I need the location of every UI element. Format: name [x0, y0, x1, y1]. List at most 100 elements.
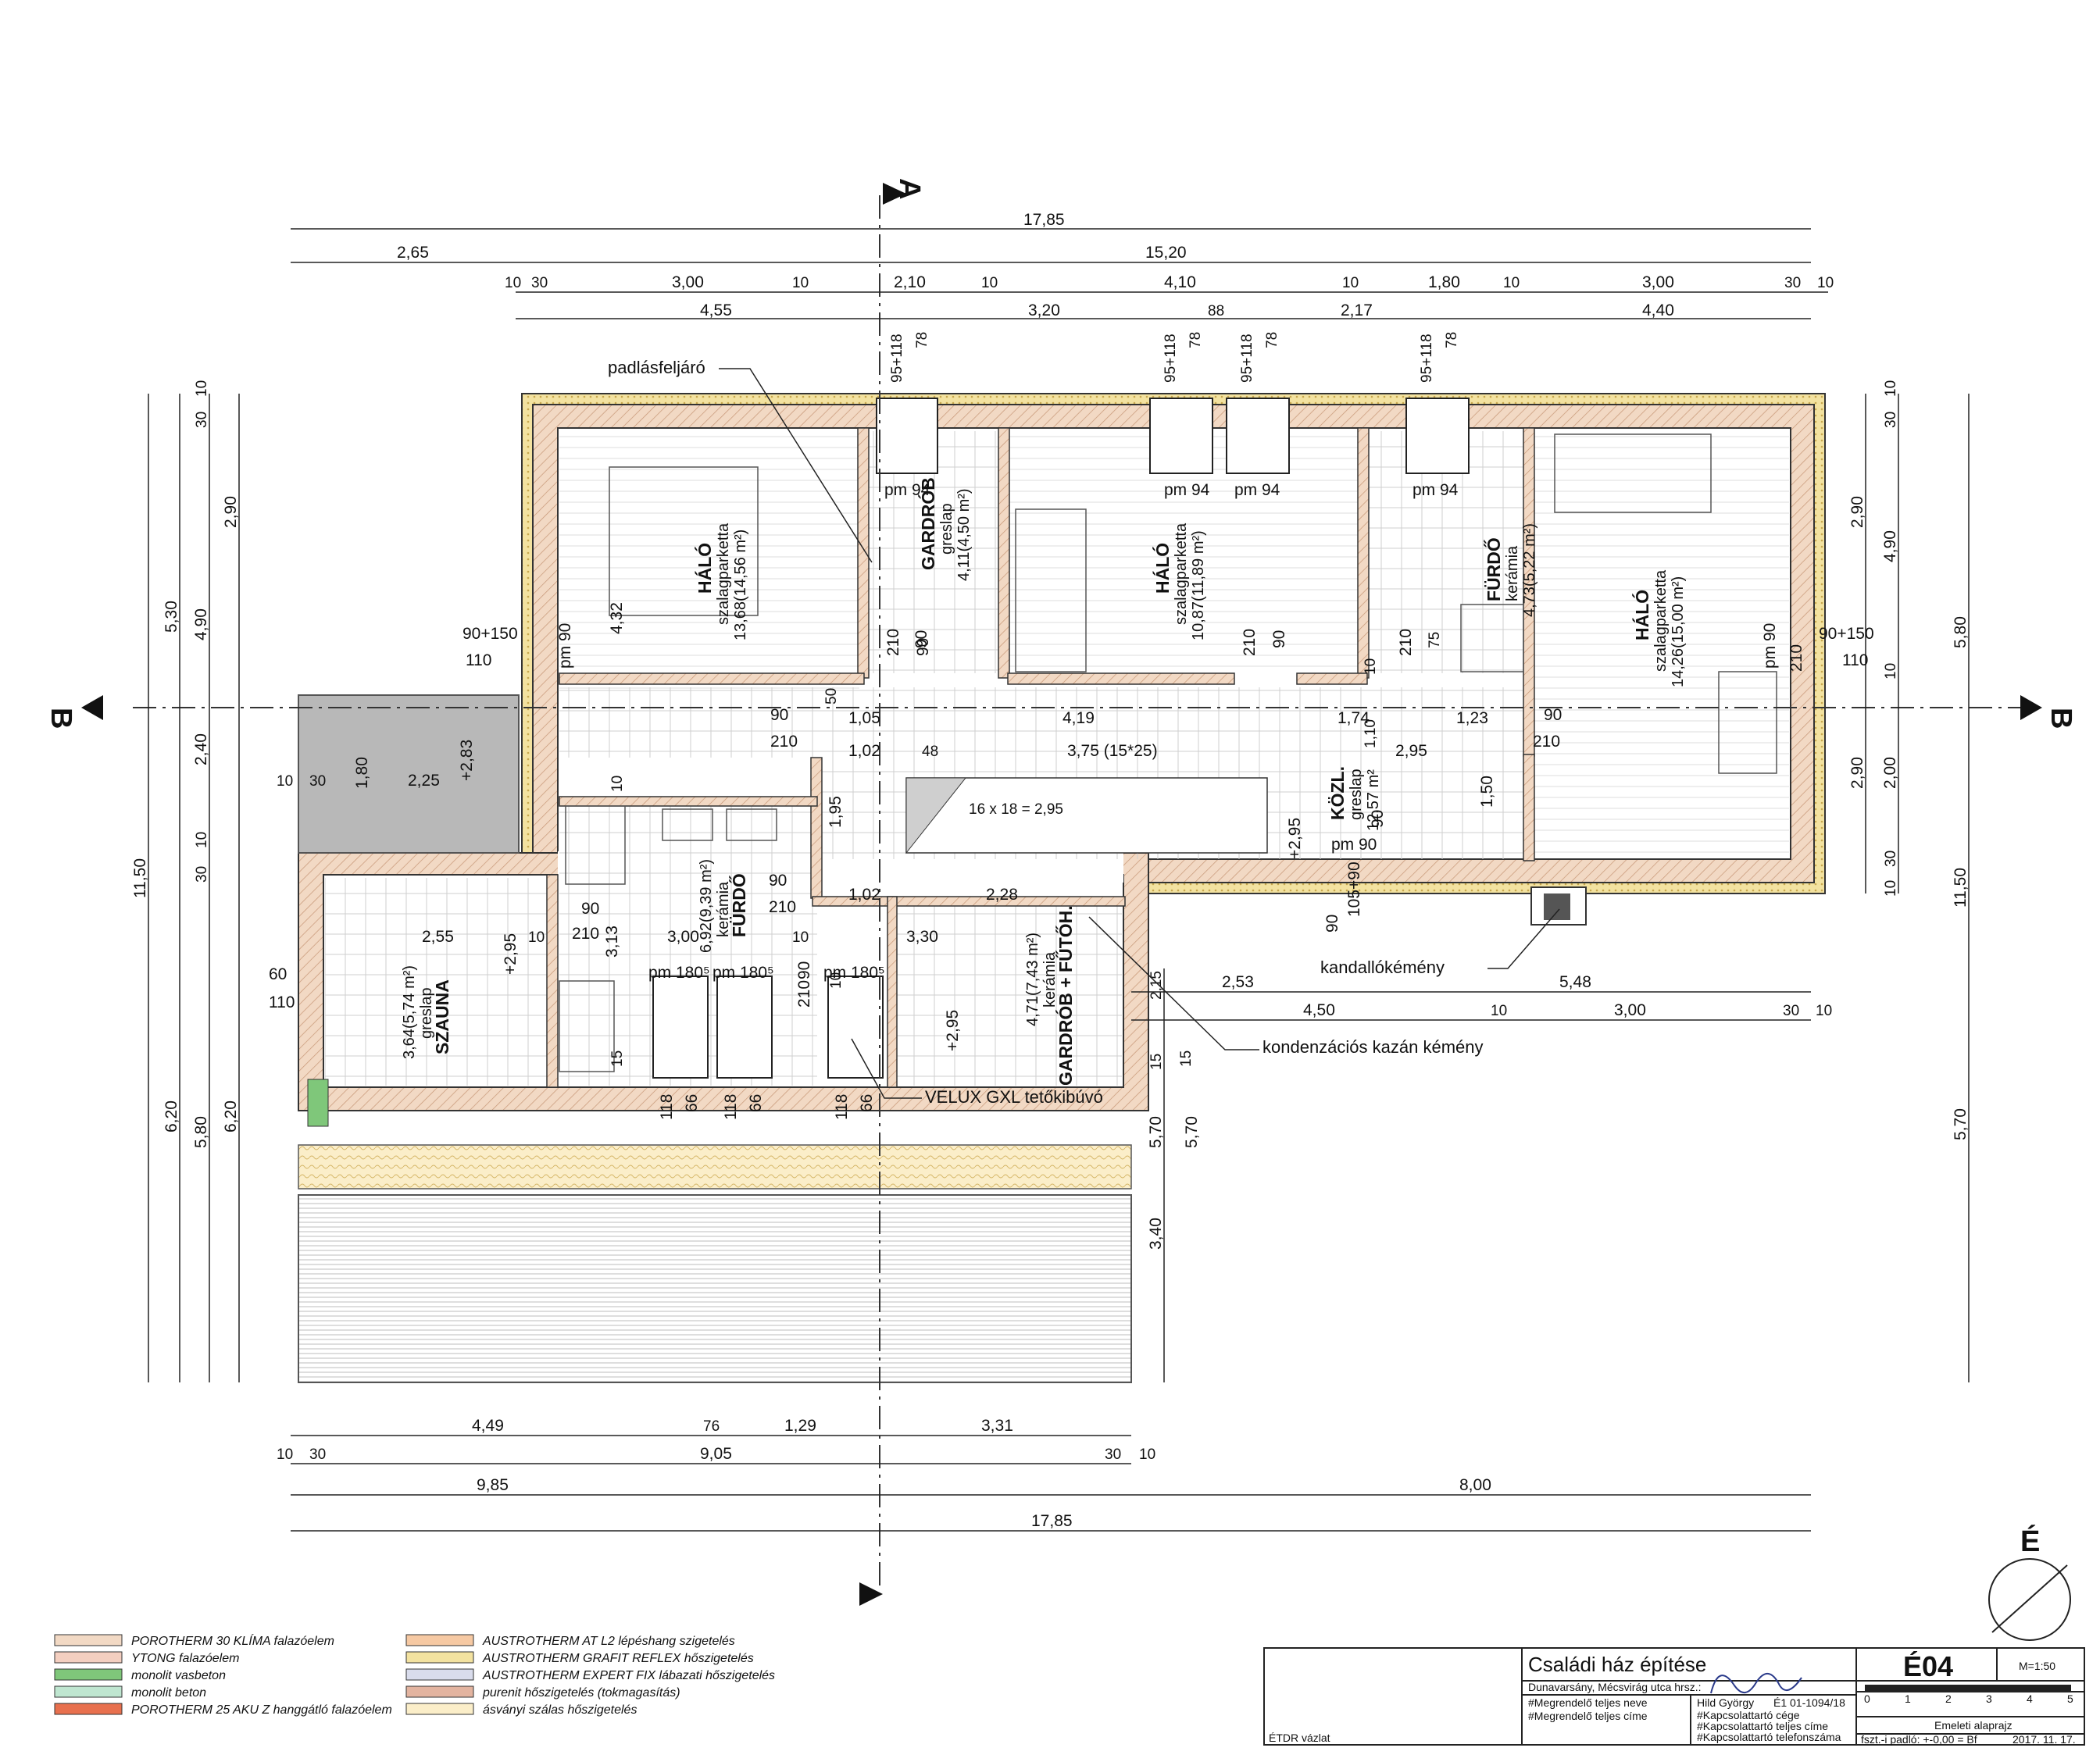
corr-9: 1,02 — [848, 886, 880, 904]
dim-left-3: 10 — [194, 380, 210, 397]
room-halo-2-floor: szalagparketta — [1173, 523, 1190, 625]
wall-p6 — [1007, 672, 1235, 685]
legend-label-2: monolit vasbeton — [131, 1669, 226, 1682]
dim-win-1: 78 — [914, 332, 930, 348]
dim-right-7: 2,00 — [1881, 757, 1899, 789]
floor-szauna — [325, 878, 552, 1086]
callout-velux-leader — [851, 1038, 922, 1099]
dim-win-6: 95+118 — [1419, 333, 1435, 383]
top-dims: 17,85 2,65 15,20 10 30 3,00 10 2,10 10 4… — [397, 211, 1834, 383]
dim-top-overall: 17,85 — [1023, 211, 1065, 229]
south-insulation — [298, 1144, 1132, 1190]
tb-stamp: ÉTDR vázlat — [1269, 1732, 1330, 1744]
room-gardrob: GARDRÓB greslap 4,11(4,50 m²) — [917, 477, 973, 581]
legend-swatch-1 — [54, 1651, 123, 1664]
dim-top-3-1: 30 — [531, 275, 548, 291]
wall-p5 — [559, 672, 865, 685]
dim-bot-3-1: 8,00 — [1459, 1476, 1491, 1494]
legend-swatch-0 — [54, 1634, 123, 1646]
ht-4: 10 — [609, 776, 626, 792]
sill-0: pm 94 — [884, 481, 930, 499]
dim-bot-1-1: 76 — [703, 1418, 720, 1435]
dim-left-0: 11,50 — [131, 858, 149, 898]
door-1: 210 — [770, 733, 798, 751]
room-halo-1-area: 13,68(14,56 m²) — [732, 530, 749, 640]
dim-bot-2-3: 30 — [1105, 1446, 1121, 1463]
door-16: 90 — [914, 638, 932, 656]
dim-top-3-3: 10 — [792, 275, 809, 291]
door-10: 90 — [1544, 706, 1562, 724]
dim-left-11: 1,80 — [353, 757, 371, 789]
room-halo-3: HÁLÓ szalagparketta 14,26(15,00 m²) — [1631, 569, 1687, 687]
sill-10: 118 — [658, 1094, 676, 1120]
wall-p12 — [887, 896, 898, 1088]
sw-0: 90+150 — [462, 625, 518, 643]
section-b-label-right: B — [2045, 708, 2077, 729]
legend-swatch-6 — [405, 1651, 474, 1664]
east-wing-dims: 2,53 5,48 4,50 10 3,00 30 10 2,15 15 5,7… — [1147, 971, 1832, 1250]
ht-0: 4,32 — [608, 602, 626, 634]
corr-7: 2,95 — [1395, 742, 1427, 760]
legend-swatch-9 — [405, 1703, 474, 1715]
tb-scale: M=1:50 — [2019, 1660, 2055, 1672]
sw-4: 60 — [269, 965, 287, 983]
shower-2 — [1460, 604, 1524, 672]
dim-east-5: 30 — [1783, 1003, 1799, 1019]
right-dims: 11,50 10 30 2,90 4,90 5,80 10 2,00 30 10… — [1147, 380, 1970, 1148]
furniture — [559, 433, 1777, 1072]
tb-ruler-1: 1 — [1905, 1692, 1911, 1705]
door-11: 210 — [1533, 733, 1560, 751]
legend-swatch-2 — [54, 1668, 123, 1681]
inner-dims: 1,05 4,19 1,74 1,23 1,02 48 3,75 (15*25)… — [269, 481, 1874, 1120]
room-furdo-1: FÜRDŐ kerámia 4,73(5,22 m²) — [1483, 523, 1538, 617]
sill-3: pm 94 — [1412, 481, 1459, 499]
fireplace-flue — [1544, 893, 1570, 920]
dim-left-8: 30 — [194, 866, 210, 883]
tb-ruler — [1865, 1685, 2071, 1691]
tb-ruler-2: 2 — [1945, 1692, 1952, 1705]
room-kozl-name: KÖZL. — [1327, 766, 1348, 820]
tb-ruler-5: 5 — [2067, 1692, 2073, 1705]
legend-swatch-3 — [54, 1685, 123, 1698]
skylight-7 — [827, 976, 884, 1079]
tb-contact-3: #Kapcsolattartó telefonszáma — [1697, 1731, 1841, 1743]
sill-11: 66 — [683, 1094, 701, 1112]
corr-12: 2,55 — [422, 928, 454, 946]
sink-1 — [662, 808, 713, 841]
room-furdo-2-name: FÜRDŐ — [728, 873, 749, 937]
corr-5: 48 — [922, 744, 938, 760]
dim-top-3-11: 30 — [1784, 275, 1801, 291]
dim-left-2: 6,20 — [162, 1100, 180, 1132]
ht-10: 90 — [1323, 915, 1341, 933]
door-8: 210 — [1397, 629, 1415, 656]
corr-15: 10 — [792, 929, 809, 946]
dim-left-9: 5,80 — [192, 1116, 210, 1148]
legend-swatch-4 — [54, 1703, 123, 1715]
door-14: 90 — [581, 900, 599, 918]
sw-7: 30 — [309, 773, 326, 790]
dim-left-10: 2,90 — [222, 496, 240, 528]
dim-east-1: 5,48 — [1559, 973, 1591, 991]
dim-east-2: 4,50 — [1303, 1001, 1335, 1019]
wall-p9 — [559, 796, 818, 807]
dim-top-3-10: 3,00 — [1642, 273, 1674, 291]
section-b-label-left: B — [45, 708, 77, 729]
dim-left-12: 6,20 — [222, 1100, 240, 1132]
shower-1 — [565, 805, 626, 885]
dim-right-10: 5,70 — [1952, 1108, 1970, 1140]
dim-top-2-1: 15,20 — [1145, 244, 1187, 262]
door-5: 90 — [1270, 630, 1288, 648]
dim-lines — [148, 228, 1970, 1532]
dim-bot-3-0: 9,85 — [477, 1476, 509, 1494]
south-terrace — [298, 1194, 1132, 1383]
desk-1 — [1718, 671, 1777, 774]
callout-attic-leader — [719, 368, 873, 563]
lvl-0: +2,83 — [458, 740, 476, 781]
dim-top-3-4: 2,10 — [894, 273, 926, 291]
sill-8: pm 180⁵ — [712, 964, 774, 982]
dim-top-4-4: 4,40 — [1642, 301, 1674, 319]
section-a-arrow-top — [883, 183, 906, 205]
sw-6: 10 — [277, 773, 293, 790]
dim-right-5: 5,80 — [1952, 616, 1970, 648]
